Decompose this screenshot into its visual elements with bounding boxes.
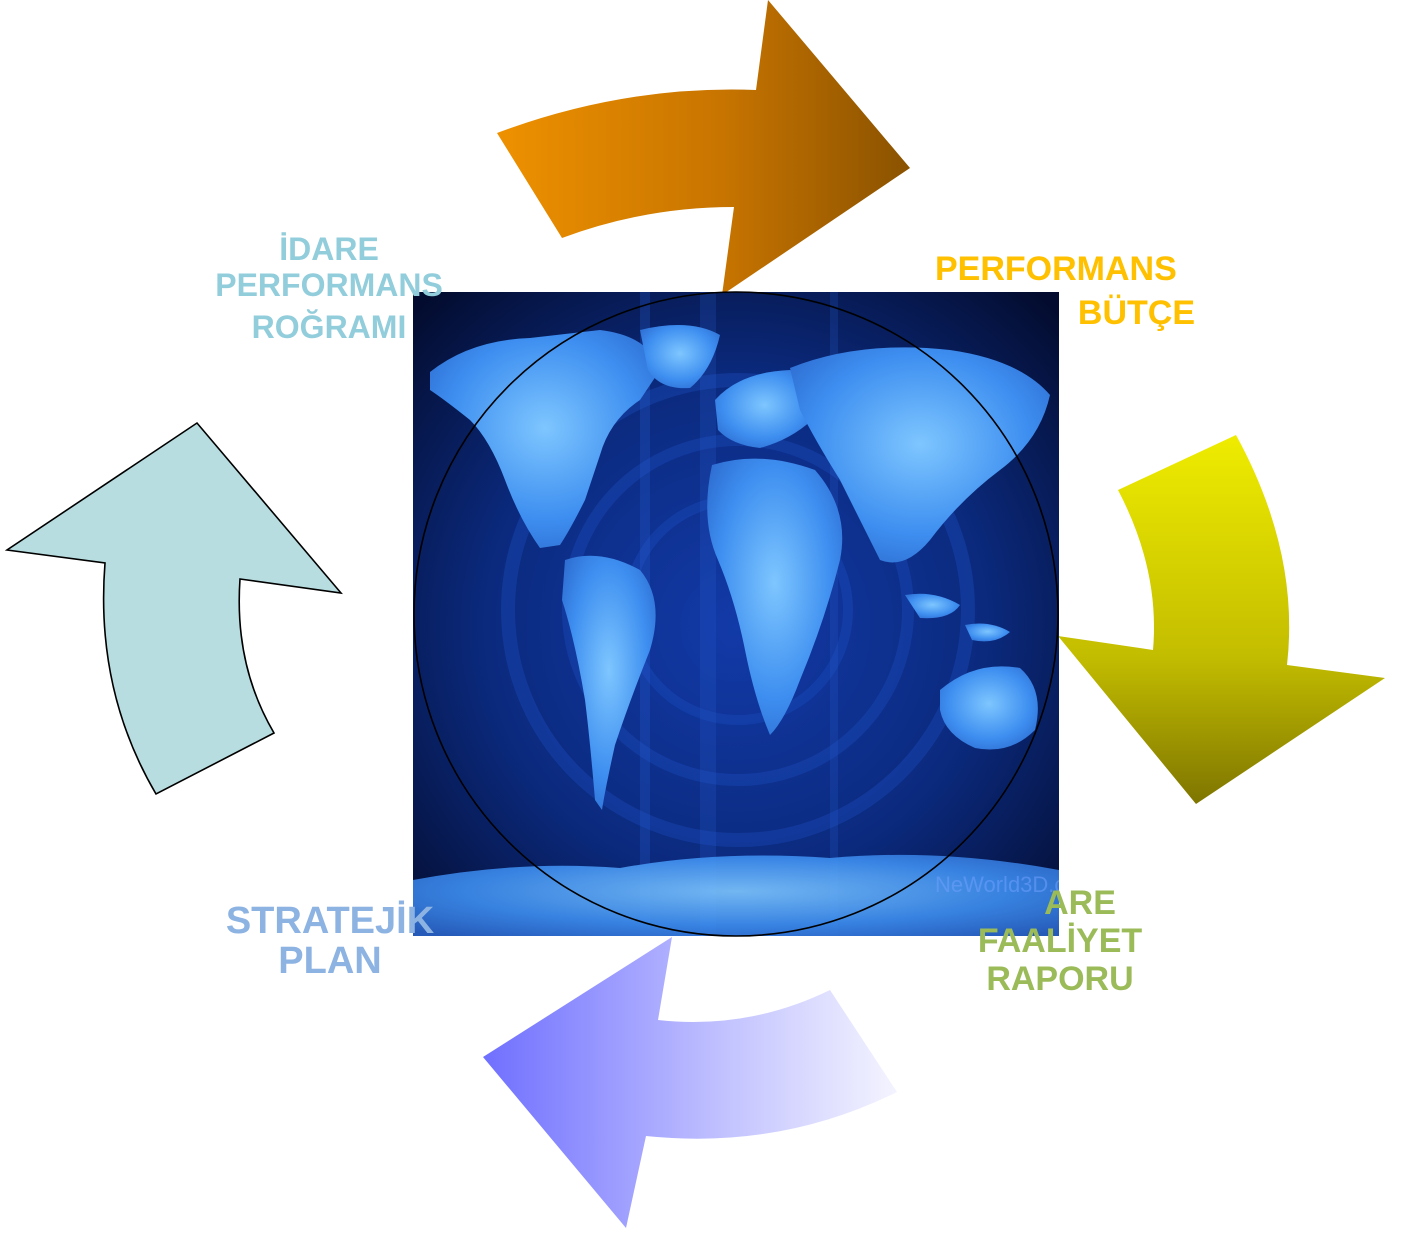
map-circle-outline — [413, 291, 1059, 937]
label-line: PERFORMANS — [935, 250, 1177, 288]
world-map-image: NeWorld3D.com — [413, 291, 1096, 937]
label-line: RAPORU — [986, 960, 1134, 999]
label-line: ROĞRAMI — [251, 308, 407, 345]
label-performans-butce: PERFORMANS BÜTÇE — [935, 250, 1195, 332]
label-line: İDARE — [279, 231, 379, 267]
watermark-text: NeWorld3D.com — [935, 872, 1096, 897]
label-idare-faaliyet-raporu: ARE FAALİYET RAPORU — [935, 884, 1185, 998]
arrow-left — [4, 421, 343, 796]
label-line: STRATEJİK — [225, 900, 435, 942]
arrow-right — [1058, 435, 1385, 804]
label-line: PERFORMANS — [215, 266, 443, 303]
arrow-top — [497, 0, 910, 295]
arrow-bottom — [483, 937, 897, 1228]
label-line: BÜTÇE — [1077, 294, 1195, 333]
label-idare-performans-programi: İDARE PERFORMANS ROĞRAMI — [200, 231, 458, 345]
label-line: ARE — [1044, 884, 1116, 922]
label-line: PLAN — [278, 939, 382, 982]
label-stratejik-plan: STRATEJİK PLAN — [200, 900, 460, 982]
label-line: FAALİYET — [977, 922, 1143, 961]
